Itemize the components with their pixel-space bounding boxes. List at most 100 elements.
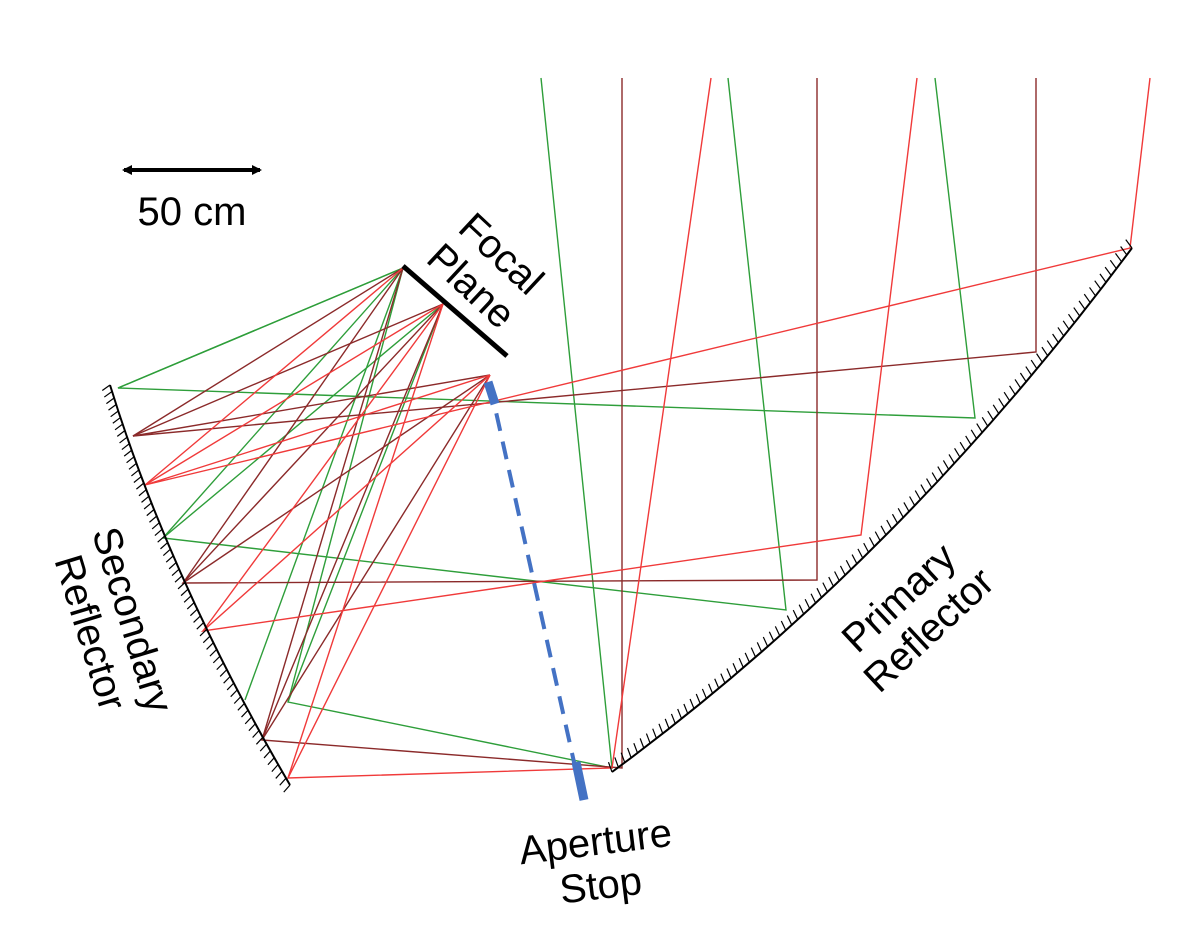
primary-hatch-tick [620, 752, 626, 763]
secondary-hatch-tick [212, 655, 221, 664]
primary-hatch-tick [828, 576, 834, 587]
secondary-hatch-tick [244, 716, 253, 725]
darkred-ray [181, 78, 818, 584]
primary-hatch-tick [756, 642, 763, 653]
primary-hatch-tick [937, 466, 944, 476]
primary-hatch-tick [1073, 307, 1081, 317]
primary-hatch-tick [839, 565, 846, 576]
secondary-hatch-tick [131, 469, 140, 477]
primary-hatch-tick [1125, 239, 1133, 249]
darkred-ray [182, 374, 491, 584]
primary-hatch-tick [816, 587, 823, 598]
secondary-hatch-tick [180, 588, 189, 597]
aperture-stop-top-edge [483, 380, 500, 406]
secondary-hatch-tick [157, 535, 166, 543]
primary-hatch-tick [664, 718, 670, 729]
primary-hatch-tick [886, 519, 893, 530]
secondary-hatch-tick [168, 562, 177, 570]
primary-hatch-tick [942, 460, 950, 470]
primary-hatch-tick [1120, 246, 1128, 256]
primary-hatch-tick [714, 678, 720, 689]
secondary-hatch-tick [189, 608, 198, 617]
primary-hatch-tick [645, 733, 651, 744]
secondary-hatch-tick [255, 736, 264, 745]
secondary-hatch-tick [177, 582, 186, 590]
primary-hatch-tick [633, 742, 639, 754]
green-ray [162, 267, 404, 539]
primary-hatch-tick [1094, 280, 1102, 290]
secondary-hatch-tick [226, 682, 235, 691]
primary-hatch-tick [920, 484, 927, 494]
secondary-hatch-tick [101, 384, 111, 392]
secondary-hatch-tick [196, 622, 205, 630]
secondary-hatch-tick [149, 515, 158, 523]
secondary-hatch-tick [128, 462, 137, 470]
secondary-hatch-tick [110, 410, 119, 418]
primary-hatch-tick [845, 559, 852, 570]
primary-hatch-tick [954, 447, 961, 458]
secondary-hatch-tick [237, 702, 245, 711]
primary-hatch-tick [931, 472, 938, 482]
primary-hatch-tick [1019, 372, 1027, 383]
secondary-hatch-tick [186, 602, 195, 610]
aperture-stop-bottom-edge [571, 761, 589, 801]
primary-hatch-tick [948, 454, 955, 464]
secondary-hatch-tick [271, 764, 279, 772]
primary-hatch-tick [683, 703, 689, 714]
primary-hatch-tick [863, 542, 870, 553]
secondary-hatch-tick [136, 482, 145, 490]
secondary-hatch-tick [108, 404, 117, 411]
darkred-ray [260, 78, 623, 769]
primary-hatch-tick [868, 537, 875, 547]
secondary-hatch-tick [114, 423, 123, 431]
primary-hatch-tick [834, 571, 840, 582]
primary-hatch-tick [726, 668, 732, 679]
green-ray [161, 77, 787, 611]
secondary-hatch-tick [206, 642, 214, 650]
red-ray [287, 303, 444, 779]
secondary-hatch-tick [123, 449, 133, 457]
primary-hatch-tick [720, 673, 726, 684]
aperture-stop-dashed-line [488, 384, 584, 799]
secondary-hatch-tick [209, 649, 218, 657]
aperture-stop [483, 380, 589, 801]
secondary-hatch-tick [199, 628, 208, 637]
secondary-hatch-tick [171, 568, 180, 576]
darkred-ray [132, 78, 1037, 437]
secondary-hatch-tick [241, 709, 249, 718]
primary-hatch-tick [1003, 391, 1011, 402]
primary-hatch-tick [981, 417, 989, 427]
primary-hatch-tick [689, 698, 695, 709]
primary-hatch-tick [1057, 327, 1065, 337]
red-ray-bundle [144, 77, 1151, 779]
primary-hatch-tick [695, 693, 701, 704]
red-ray [200, 77, 918, 633]
primary-hatch-tick [1036, 353, 1043, 363]
primary-hatch-tick [798, 604, 805, 615]
secondary-hatch-tick [223, 675, 231, 684]
primary-hatch-tick [1068, 313, 1075, 324]
secondary-hatch-tick [116, 430, 126, 437]
secondary-hatch-tick [160, 542, 168, 550]
secondary-hatch-tick [143, 502, 152, 510]
secondary-hatch-tick [275, 770, 283, 779]
primary-hatch-tick [738, 657, 744, 668]
green-ray [287, 77, 613, 769]
red-ray [144, 267, 404, 486]
primary-hatch-tick [774, 626, 781, 637]
aperture-stop-label-line2: Stop [557, 859, 644, 913]
scale-bar: 50 cm [122, 165, 262, 234]
primary-hatch-tick [891, 513, 899, 524]
secondary-hatch-tick [233, 696, 242, 704]
primary-hatch-tick [744, 652, 751, 663]
primary-hatch-tick [926, 478, 933, 488]
secondary-reflector [101, 384, 291, 793]
primary-hatch-tick [987, 410, 994, 421]
darkred-ray [261, 267, 404, 741]
secondary-hatch-tick [230, 689, 238, 698]
primary-hatch-tick [677, 708, 683, 719]
primary-hatch-tick [804, 598, 811, 609]
secondary-hatch-tick [151, 522, 160, 530]
primary-hatch-tick [857, 548, 864, 559]
